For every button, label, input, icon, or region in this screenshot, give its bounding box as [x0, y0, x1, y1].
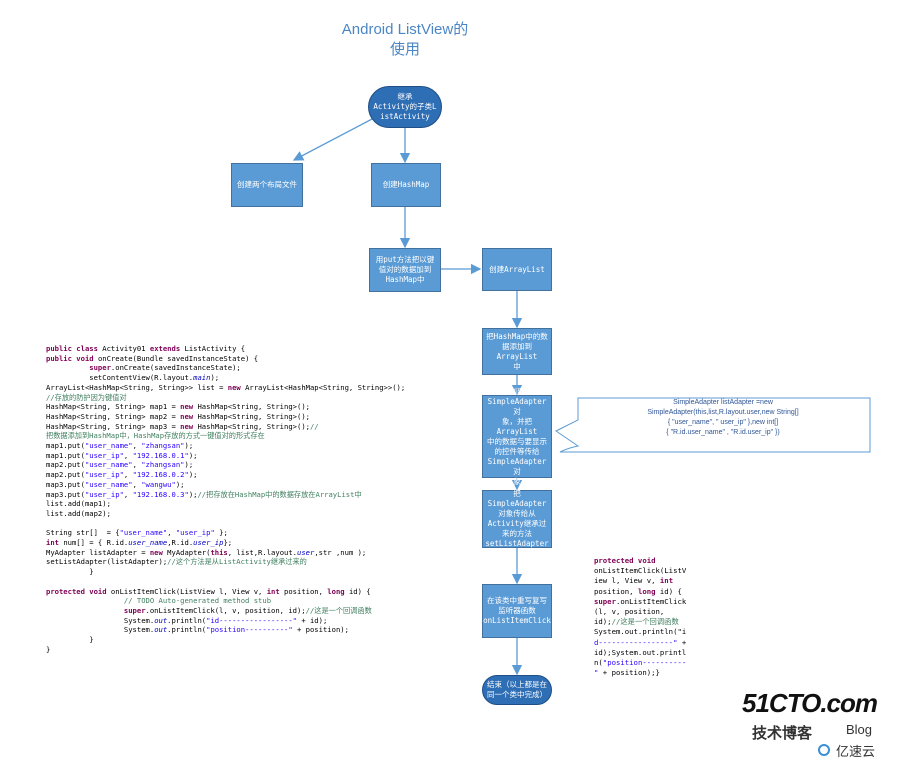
code-line: d-----------------" + — [594, 637, 687, 647]
code-line: super.onListItemClick(l, v, position, id… — [123, 605, 372, 615]
code-line — [46, 519, 405, 529]
code-line: n("position---------- — [594, 658, 687, 668]
code-line: String str[] = {"user_name", "user_ip" }… — [46, 528, 228, 538]
code-line: map2.put("user_ip", "192.168.0.2"); — [46, 470, 198, 480]
code-line: 把数据添加到HashMap中，HashMap存放的方式一键值对的形式存在 — [46, 431, 265, 441]
node-put-data: 用put方法把以键 值对的数据加到 HashMap中 — [369, 248, 441, 292]
code-line: " + position);} — [594, 668, 660, 678]
code-line: map3.put("user_name", "wangwu"); — [46, 479, 185, 489]
code-line: HashMap<String, String> map3 = new HashM… — [46, 421, 319, 431]
watermark-subtitle: 技术博客 — [752, 725, 813, 742]
code-line: HashMap<String, String> map2 = new HashM… — [46, 411, 310, 421]
code-line: iew l, View v, int — [594, 576, 674, 586]
code-line: protected void onListItemClick(ListView … — [46, 586, 371, 596]
code-line: map3.put("user_ip", "192.168.0.3");//把存放… — [46, 489, 362, 499]
title-line-2: 使用 — [389, 41, 420, 58]
code-line: } — [46, 635, 94, 645]
code-line: MyAdapter listAdapter = new MyAdapter(th… — [46, 547, 367, 557]
code-line: position, long id) { — [594, 586, 682, 596]
node-simple-adapter: 创建 SimpleAdapter对 象，并把ArrayList 中的数据与要显示… — [482, 387, 552, 486]
node-layout-files: 创建两个布局文件 — [231, 163, 303, 207]
code-line: map1.put("user_name", "zhangsan"); — [46, 441, 194, 451]
node-start: 继承 Activity的子类L istActivity — [368, 86, 442, 128]
node-override-click: 在该类中重写复写 监听器函数 onListItemClick — [482, 584, 552, 638]
code-line: id);//这是一个回调函数 — [594, 617, 679, 627]
code-line: } — [46, 644, 51, 654]
node-add-to-list: 把HashMap中的数 据添加到ArrayList 中 — [482, 328, 552, 375]
code-line: } — [46, 567, 94, 577]
node-hashmap: 创建HashMap — [371, 163, 441, 207]
code-line: map1.put("user_ip", "192.168.0.1"); — [46, 450, 198, 460]
code-line: // TODO Auto-generated method stub — [123, 596, 272, 606]
code-line: System.out.println("id-----------------"… — [46, 615, 328, 625]
code-line: list.add(map2); — [46, 508, 111, 518]
code-line: //存放的防护因为键值对 — [46, 392, 127, 402]
watermark-partner-logo — [818, 744, 830, 756]
watermark-brand: 51CTO.com — [742, 688, 878, 718]
main-code-block: public class Activity01 extends ListActi… — [46, 344, 405, 655]
code-line: (l, v, position, — [594, 607, 665, 617]
watermark-blog: Blog — [846, 722, 873, 737]
code-line: id);System.out.printl — [594, 647, 687, 657]
code-line: super.onCreate(savedInstanceState); — [89, 363, 241, 373]
code-line — [46, 577, 405, 587]
code-line: setListAdapter(listAdapter);//这个方法是从List… — [46, 557, 307, 567]
node-set-adapter: 把SimpleAdapter 对象传给从 Activity继承过 来的方法 se… — [482, 489, 552, 548]
code-line: ArrayList<HashMap<String, String>> list … — [46, 382, 406, 392]
code-line: System.out.println("i — [594, 627, 687, 637]
code-line: protected void — [594, 556, 656, 565]
code-line: onListItemClick(ListV — [594, 566, 687, 576]
code-line: int num[] = { R.id.user_name,R.id.user_i… — [46, 538, 233, 548]
node-arraylist: 创建ArrayList — [482, 248, 552, 291]
code-line: list.add(map1); — [46, 499, 111, 509]
code-line: System.out.println("position----------" … — [46, 625, 349, 635]
code-line: HashMap<String, String> map1 = new HashM… — [46, 402, 310, 412]
title-line-1: Android ListView的 — [341, 21, 469, 38]
callout-shape — [555, 397, 871, 453]
arrow-start-to-layout — [292, 117, 375, 161]
code-line: public void onCreate(Bundle savedInstanc… — [46, 353, 259, 363]
code-line: setContentView(R.layout.main); — [46, 373, 220, 383]
page-title: Android ListView的 使用 — [300, 20, 510, 60]
callout-code: SimpleAdapter listAdapter =new SimpleAda… — [647, 399, 799, 436]
code-line: super.onListItemClick — [594, 596, 687, 606]
node-end: 结束（以上都是在 同一个类中完成） — [482, 675, 552, 705]
code-line: public class Activity01 extends ListActi… — [46, 344, 246, 353]
watermark-partner: 亿速云 — [836, 744, 876, 759]
code-line: map2.put("user_name", "zhangsan"); — [46, 460, 194, 470]
